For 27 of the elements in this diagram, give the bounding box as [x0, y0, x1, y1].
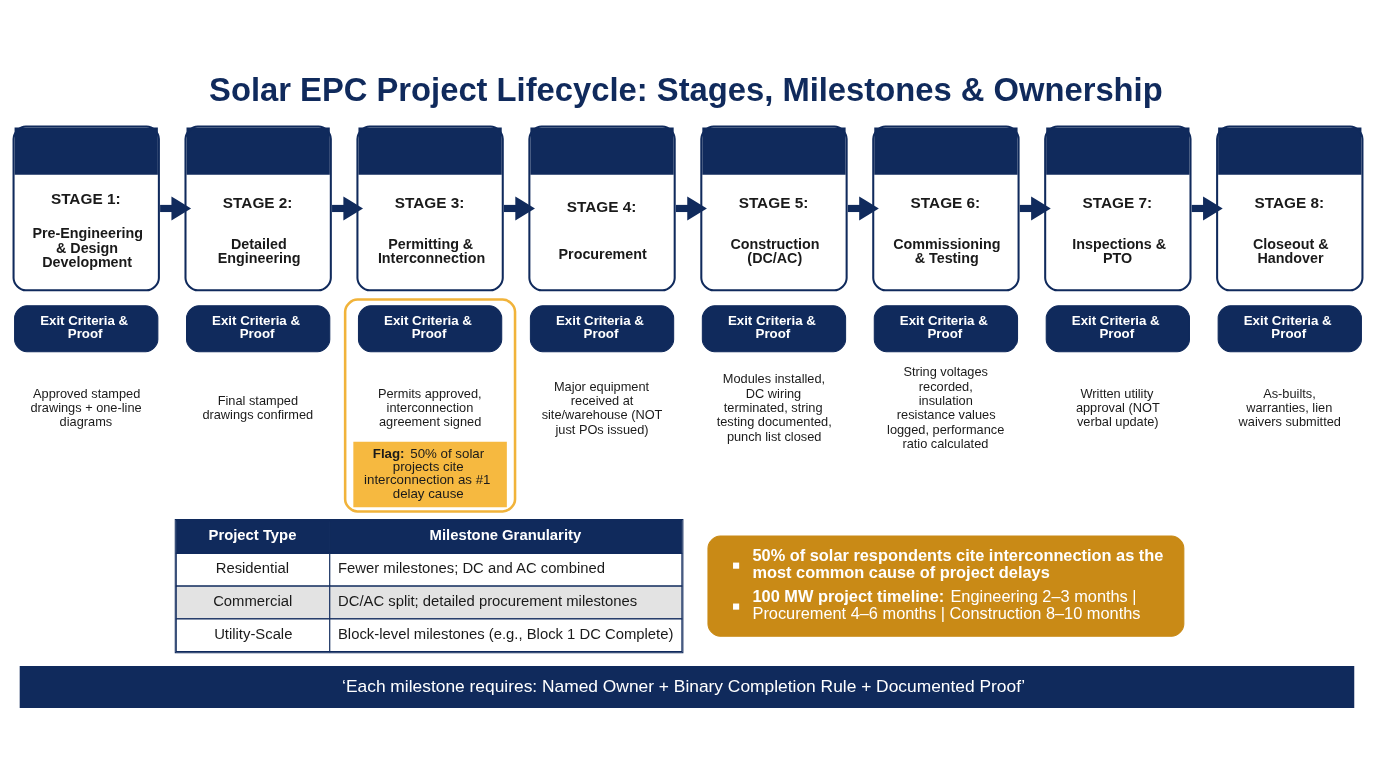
- node-label: Major equipment received at site/warehouse (NOT just POs issued): [541, 378, 663, 437]
- node-box: Exit Criteria & Proof: [529, 304, 675, 352]
- label: Project Type: [208, 526, 297, 543]
- label: Milestone Granularity: [429, 526, 582, 543]
- node-label: Modules installed, DC wiring terminated, string testing documented, punch list closed: [716, 370, 832, 444]
- label: Utility-Scale: [214, 625, 293, 642]
- caption: ‘Each milestone requires: Named Owner + Binary Completion Rule + Documented Proof’: [342, 675, 1026, 696]
- label: Fewer milestones; DC and AC combined: [337, 559, 606, 576]
- node-label: Permits approved, interconnection agreement signed: [377, 385, 482, 429]
- node-box: 50% of solar respondents cite interconnection as the most common cause of project delays 100 MW project timeline: Engineering 2–3 months | Procurement 4–6 months | Construction 8–10 months: [707, 534, 1185, 637]
- node-box: Exit Criteria & Proof: [701, 304, 847, 352]
- node-box: Exit Criteria & Proof: [14, 304, 159, 352]
- label: Residential: [215, 559, 290, 576]
- node-label: As-builts, warranties, lien waivers submitted: [1238, 385, 1341, 429]
- node-label: Final stamped drawings confirmed: [202, 392, 314, 422]
- label: DC/AC split; detailed procurement milestones: [337, 592, 638, 609]
- node-box: Exit Criteria & Proof: [1217, 304, 1362, 352]
- node-label: Approved stamped drawings + one-line diagrams: [30, 385, 142, 429]
- node-box: Exit Criteria & Proof: [1045, 304, 1190, 352]
- node-box: Exit Criteria & Proof: [357, 304, 503, 352]
- node-box: Exit Criteria & Proof: [873, 304, 1019, 352]
- node-box: Exit Criteria & Proof: [186, 304, 331, 352]
- label: Commercial: [213, 592, 293, 609]
- node-label: String voltages recorded, insulation resistance values logged, performance ratio calculated: [887, 363, 1005, 451]
- node-label: Written utility approval (NOT verbal update): [1075, 385, 1160, 429]
- diagram-title: Solar EPC Project Lifecycle: Stages, Milestones & Ownership: [209, 70, 1163, 108]
- label: Block-level milestones (e.g., Block 1 DC Complete): [337, 625, 674, 642]
